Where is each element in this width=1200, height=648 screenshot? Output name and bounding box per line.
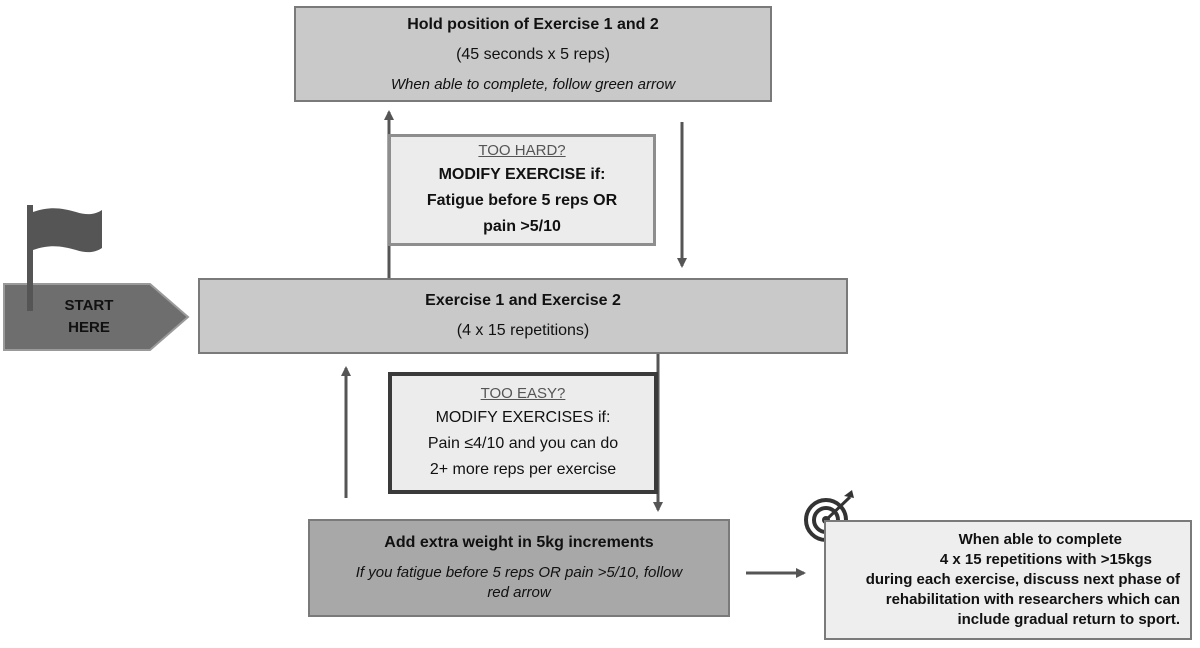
weight-box-note: If you fatigue before 5 reps OR pain >5/… <box>356 563 682 603</box>
exercise-main-box: Exercise 1 and Exercise 2 (4 x 15 repeti… <box>198 278 848 354</box>
final-line-5: include gradual return to sport. <box>957 611 1180 628</box>
add-weight-box: Add extra weight in 5kg increments If yo… <box>308 519 730 617</box>
too-hard-heading: TOO HARD? <box>478 142 566 159</box>
start-line-2: HERE <box>68 319 110 336</box>
final-line-3: during each exercise, discuss next phase… <box>865 571 1180 588</box>
main-box-detail: (4 x 15 repetitions) <box>456 322 590 339</box>
main-box-title: Exercise 1 and Exercise 2 <box>425 292 621 309</box>
flag-icon <box>27 205 102 311</box>
too-easy-box: TOO EASY? MODIFY EXERCISES if: Pain ≤4/1… <box>388 372 658 494</box>
too-easy-line-1: Pain ≤4/10 and you can do <box>427 435 619 452</box>
too-easy-title: MODIFY EXERCISES if: <box>435 409 611 426</box>
weight-note-line-1: If you fatigue before 5 reps OR pain >5/… <box>355 564 683 581</box>
too-hard-box: TOO HARD? MODIFY EXERCISE if: Fatigue be… <box>388 134 656 246</box>
weight-note-line-2: red arrow <box>487 584 551 601</box>
too-easy-heading: TOO EASY? <box>480 385 566 402</box>
final-line-4: rehabilitation with researchers which ca… <box>885 591 1180 608</box>
hold-box-detail: (45 seconds x 5 reps) <box>456 46 610 63</box>
too-hard-line-2: pain >5/10 <box>483 218 561 235</box>
next-phase-box: When able to complete 4 x 15 repetitions… <box>824 520 1192 640</box>
final-line-1: When able to complete <box>958 531 1122 548</box>
too-hard-line-1: Fatigue before 5 reps OR <box>426 192 618 209</box>
hold-box-note: When able to complete, follow green arro… <box>390 76 676 93</box>
hold-position-box: Hold position of Exercise 1 and 2 (45 se… <box>294 6 772 102</box>
start-here-label: START HERE <box>4 284 174 350</box>
too-hard-title: MODIFY EXERCISE if: <box>438 166 606 183</box>
hold-box-title: Hold position of Exercise 1 and 2 <box>407 16 659 33</box>
start-line-1: START <box>64 297 114 314</box>
start-arrow-shape <box>3 283 190 351</box>
too-easy-line-2: 2+ more reps per exercise <box>429 461 617 478</box>
weight-box-title: Add extra weight in 5kg increments <box>384 534 654 551</box>
final-line-2: 4 x 15 repetitions with >15kgs <box>939 551 1152 568</box>
